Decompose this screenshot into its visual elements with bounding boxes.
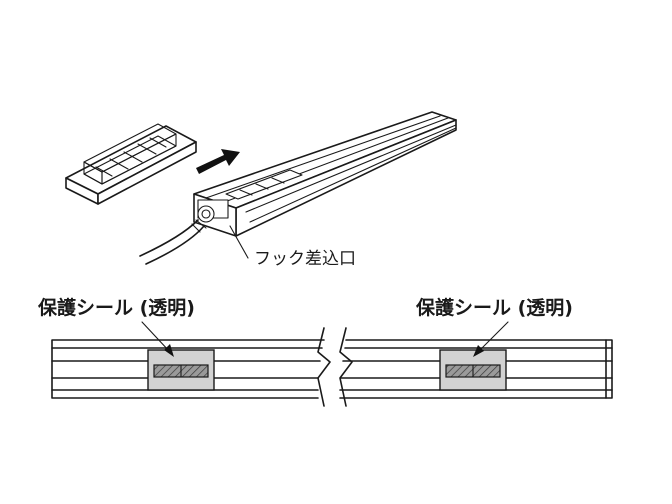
seal-callout-right: 保護シール (透明) [415,296,573,357]
cable [139,219,207,265]
sensor-rail [193,111,457,237]
protective-seal-right [439,349,507,391]
seal-label-right: 保護シール (透明) [415,296,573,319]
break-symbol-icon [317,327,353,407]
hook-inlet-callout: フック差込口 [229,225,356,269]
protective-seal-left [147,349,215,391]
hook-inlet-label: フック差込口 [254,249,356,269]
rail-front-view-right [339,339,613,399]
seal-label-left: 保護シール (透明) [37,296,195,319]
seal-callout-left: 保護シール (透明) [37,296,195,357]
mounting-bracket [65,123,197,205]
arrow-right-up-icon [196,149,240,174]
